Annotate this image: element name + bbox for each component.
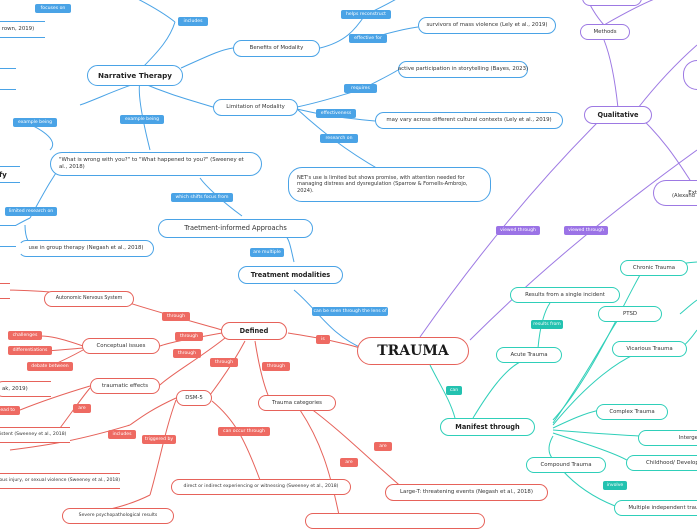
compound-trauma-node[interactable]: Compound Trauma xyxy=(526,457,606,473)
net-promise-node[interactable]: NET's use is limited but shows promise, … xyxy=(288,167,491,202)
tag-through-1: through xyxy=(162,312,190,321)
tag-lead-to: lead to xyxy=(0,406,20,415)
left-edge-fragment-4[interactable] xyxy=(0,225,16,247)
teal-connectors xyxy=(429,261,697,507)
tag-through-5: through xyxy=(262,362,290,371)
extreme-node[interactable]: Extreme xyxy=(653,180,697,206)
large-t-node[interactable]: Large-T: threatening events (Negash et a… xyxy=(385,484,548,501)
acute-trauma-node[interactable]: Acute Trauma xyxy=(496,347,562,363)
tag-is: is xyxy=(316,335,330,344)
tag-focuses-on: focuses on xyxy=(35,4,71,13)
childhood-node[interactable]: Childhood/ Developm xyxy=(626,455,697,471)
tag-helps-reconstruct: helps reconstruct xyxy=(341,10,391,19)
qualitative-node[interactable]: Qualitative xyxy=(584,106,652,124)
storytelling-node[interactable]: active participation in storytelling (Ba… xyxy=(398,61,528,78)
methods-node[interactable]: Methods xyxy=(580,24,630,40)
limitation-node[interactable]: Limitation of Modality xyxy=(213,99,298,116)
left-edge-fragment-1[interactable]: rown, 2019) xyxy=(0,21,45,38)
trauma-categories-node[interactable]: Trauma categories xyxy=(258,395,336,411)
purple-connectors xyxy=(419,0,697,341)
autonomic-node[interactable]: Autonomic Nervous System xyxy=(44,291,134,307)
trauma-informed-approaches-node[interactable]: Traetment-informed Approachs xyxy=(158,219,313,238)
tag-research-on: research on xyxy=(320,134,358,143)
left-edge-fragment-3[interactable] xyxy=(0,68,16,90)
what-is-wrong-node[interactable]: "What is wrong with you?" to "What happe… xyxy=(50,152,262,176)
tag-can-occur: can occur through xyxy=(218,427,270,436)
tag-viewed-through-2: viewed through xyxy=(564,226,608,235)
tag-example-being-2: example being xyxy=(13,118,57,127)
tag-viewed-through-1: viewed through xyxy=(496,226,540,235)
tag-results-from: results from xyxy=(531,320,563,329)
tag-which-shifts: which shifts focus from xyxy=(171,193,233,202)
tag-can: can xyxy=(446,386,462,395)
alexand-text: (Alexand xyxy=(672,193,695,199)
red-fragment-3[interactable]: serious injury, or sexual violence (Swee… xyxy=(0,473,120,489)
tag-includes-red: includes xyxy=(108,430,136,439)
red-fragment-5[interactable] xyxy=(305,513,485,529)
tag-debate-between: debate between xyxy=(27,362,73,371)
narrative-therapy-node[interactable]: Narrative Therapy xyxy=(87,65,183,86)
defined-node[interactable]: Defined xyxy=(221,322,287,340)
red-fragment-6[interactable] xyxy=(0,283,10,299)
red-fragment-1[interactable]: ak, 2019) xyxy=(0,381,51,397)
red-fragment-4[interactable]: Severe psychopathological results xyxy=(62,508,174,524)
tag-are-3: are xyxy=(374,442,392,451)
left-edge-fragment-2[interactable]: lify xyxy=(0,166,20,183)
cultural-node[interactable]: may vary across different cultural conte… xyxy=(375,112,563,129)
tag-are-multiple: are multiple xyxy=(250,248,284,257)
benefits-node[interactable]: Benefits of Modality xyxy=(233,40,320,57)
traumatic-effects-node[interactable]: traumatic effects xyxy=(90,378,160,394)
intergenerational-node[interactable]: Interge xyxy=(638,430,697,446)
conceptual-issues-node[interactable]: Conceptual issues xyxy=(82,338,160,354)
ptsd-node[interactable]: PTSD xyxy=(598,306,662,322)
tag-effectiveness: effectiveness xyxy=(316,109,356,118)
direct-indirect-node[interactable]: direct or indirect experiencing or witne… xyxy=(171,479,351,495)
tag-involve: involve xyxy=(603,481,627,490)
tag-includes: includes xyxy=(178,17,208,26)
dsm5-node[interactable]: DSM-5 xyxy=(176,390,212,406)
tag-through-4: through xyxy=(210,358,238,367)
manifest-through-node[interactable]: Manifest through xyxy=(440,418,535,436)
multiple-independent-node[interactable]: Multiple independent traumat xyxy=(614,500,697,516)
treatment-modalities-node[interactable]: Treatment modalities xyxy=(238,266,343,284)
group-therapy-node[interactable]: use in group therapy (Negash et al., 201… xyxy=(18,240,154,257)
tag-differentiations: differentiations xyxy=(8,346,52,355)
tag-seen-through: can be seen through the lens of xyxy=(312,307,388,316)
tag-challenges: challenges xyxy=(8,331,42,340)
tag-through-3: through xyxy=(173,349,201,358)
tag-limited-research: limited research on xyxy=(5,207,57,216)
purple-fragment-2[interactable] xyxy=(582,0,642,6)
tag-requires: requires xyxy=(344,84,377,93)
complex-trauma-node[interactable]: Complex Trauma xyxy=(596,404,668,420)
tag-through-2: through xyxy=(175,332,203,341)
single-incident-node[interactable]: Results from a single incident xyxy=(510,287,620,303)
tag-are-1: are xyxy=(73,404,91,413)
chronic-trauma-node[interactable]: Chronic Trauma xyxy=(620,260,688,276)
root-node-trauma[interactable]: TRAUMA xyxy=(357,337,469,365)
tag-triggered-by: triggered by xyxy=(142,435,176,444)
vicarious-trauma-node[interactable]: Vicarious Trauma xyxy=(612,341,687,357)
tag-are-2: are xyxy=(340,458,358,467)
tag-example-being-1: example being xyxy=(120,115,164,124)
tag-effective-for: effective for xyxy=(349,34,387,43)
survivors-node[interactable]: survivors of mass violence (Lely et al.,… xyxy=(418,17,556,34)
red-fragment-2[interactable]: nsistent (Sweeney et al., 2018) xyxy=(0,427,70,443)
